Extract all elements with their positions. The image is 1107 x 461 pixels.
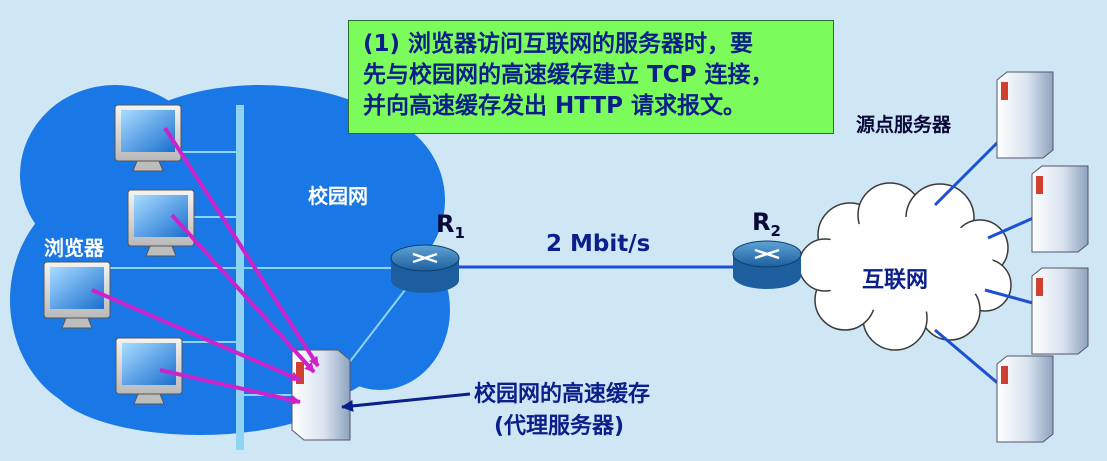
origin-server-2: [1031, 165, 1089, 253]
internet-label: 互联网: [862, 268, 929, 293]
cache-sublabel: (代理服务器): [494, 414, 625, 439]
browser-label: 浏览器: [44, 236, 104, 260]
pc-3: [43, 261, 111, 329]
origin-servers-label: 源点服务器: [856, 114, 952, 136]
pc-2: [127, 189, 195, 257]
internet-cloud: [798, 182, 1012, 351]
r1-label: R1: [436, 210, 465, 242]
router-r2: [732, 240, 802, 289]
step-note: (1) 浏览器访问互联网的服务器时，要 先与校园网的高速缓存建立 TCP 连接，…: [348, 20, 834, 134]
origin-server-4: [996, 355, 1054, 443]
r2-label-sub: 2: [770, 221, 781, 240]
link-speed-label: 2 Mbit/s: [546, 231, 651, 257]
campus-label: 校园网: [308, 184, 368, 208]
origin-server-1: [996, 71, 1054, 159]
cache-proxy-server: [291, 349, 351, 441]
request-arrows: [91, 126, 320, 405]
cache-pointer-arrow: [341, 392, 471, 412]
r1-label-main: R: [436, 210, 455, 238]
cache-label: 校园网的高速缓存: [474, 382, 651, 407]
pc-4: [115, 337, 183, 405]
r1-label-sub: 1: [454, 223, 465, 242]
router-r1: [390, 244, 460, 293]
step-note-line-3: 并向高速缓存发出 HTTP 请求报文。: [363, 93, 747, 119]
step-note-line-2: 先与校园网的高速缓存建立 TCP 连接，: [363, 62, 774, 88]
origin-server-3: [1031, 267, 1089, 355]
origin-server-links: [933, 138, 1041, 387]
r2-label: R2: [752, 208, 781, 240]
step-note-line-1: (1) 浏览器访问互联网的服务器时，要: [363, 31, 754, 57]
r2-label-main: R: [752, 208, 771, 236]
